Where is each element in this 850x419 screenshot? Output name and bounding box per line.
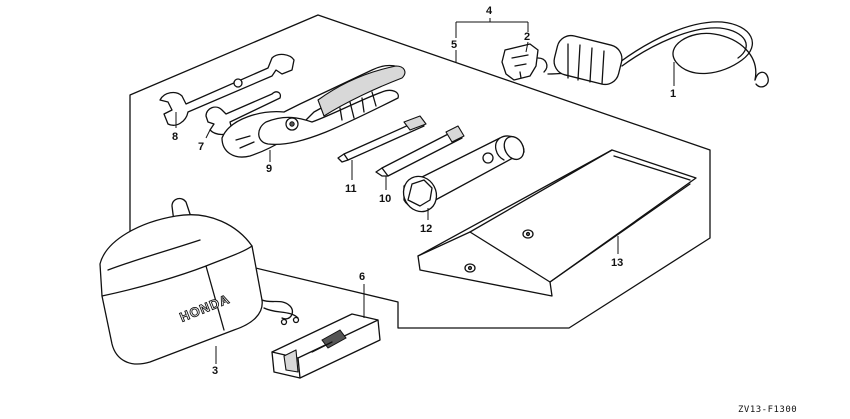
callout-11: 11 — [345, 183, 357, 195]
callout-3: 3 — [212, 365, 218, 377]
callout-8: 8 — [172, 131, 178, 143]
callout-2: 2 — [524, 31, 530, 43]
emergency-starter-rope — [547, 21, 769, 88]
tool-bag — [417, 149, 697, 297]
kit-outline — [129, 14, 711, 329]
stop-switch-clip — [501, 43, 548, 81]
pliers — [221, 64, 406, 158]
wrench-10x12 — [159, 53, 295, 126]
callout-5: 5 — [451, 39, 457, 51]
callout-10: 10 — [379, 193, 391, 205]
callout-13: 13 — [611, 257, 623, 269]
leader-lines — [175, 18, 675, 364]
screwdriver — [337, 115, 427, 163]
plug-socket-wrench — [402, 135, 525, 213]
drawing-code: ZV13-F1300 — [738, 405, 797, 415]
screwdriver-grip — [375, 125, 465, 177]
spark-plug-wrench-bar — [205, 91, 282, 136]
callout-9: 9 — [266, 163, 272, 175]
callout-7: 7 — [198, 141, 204, 153]
callout-labels: 1 2 3 4 5 6 7 8 9 10 11 12 13 — [172, 5, 676, 377]
callout-12: 12 — [420, 223, 432, 235]
engine-cover: HONDA — [99, 197, 300, 365]
callout-1: 1 — [670, 88, 676, 100]
grease-box — [271, 313, 381, 379]
callout-6: 6 — [359, 271, 365, 283]
callout-4: 4 — [486, 5, 493, 17]
